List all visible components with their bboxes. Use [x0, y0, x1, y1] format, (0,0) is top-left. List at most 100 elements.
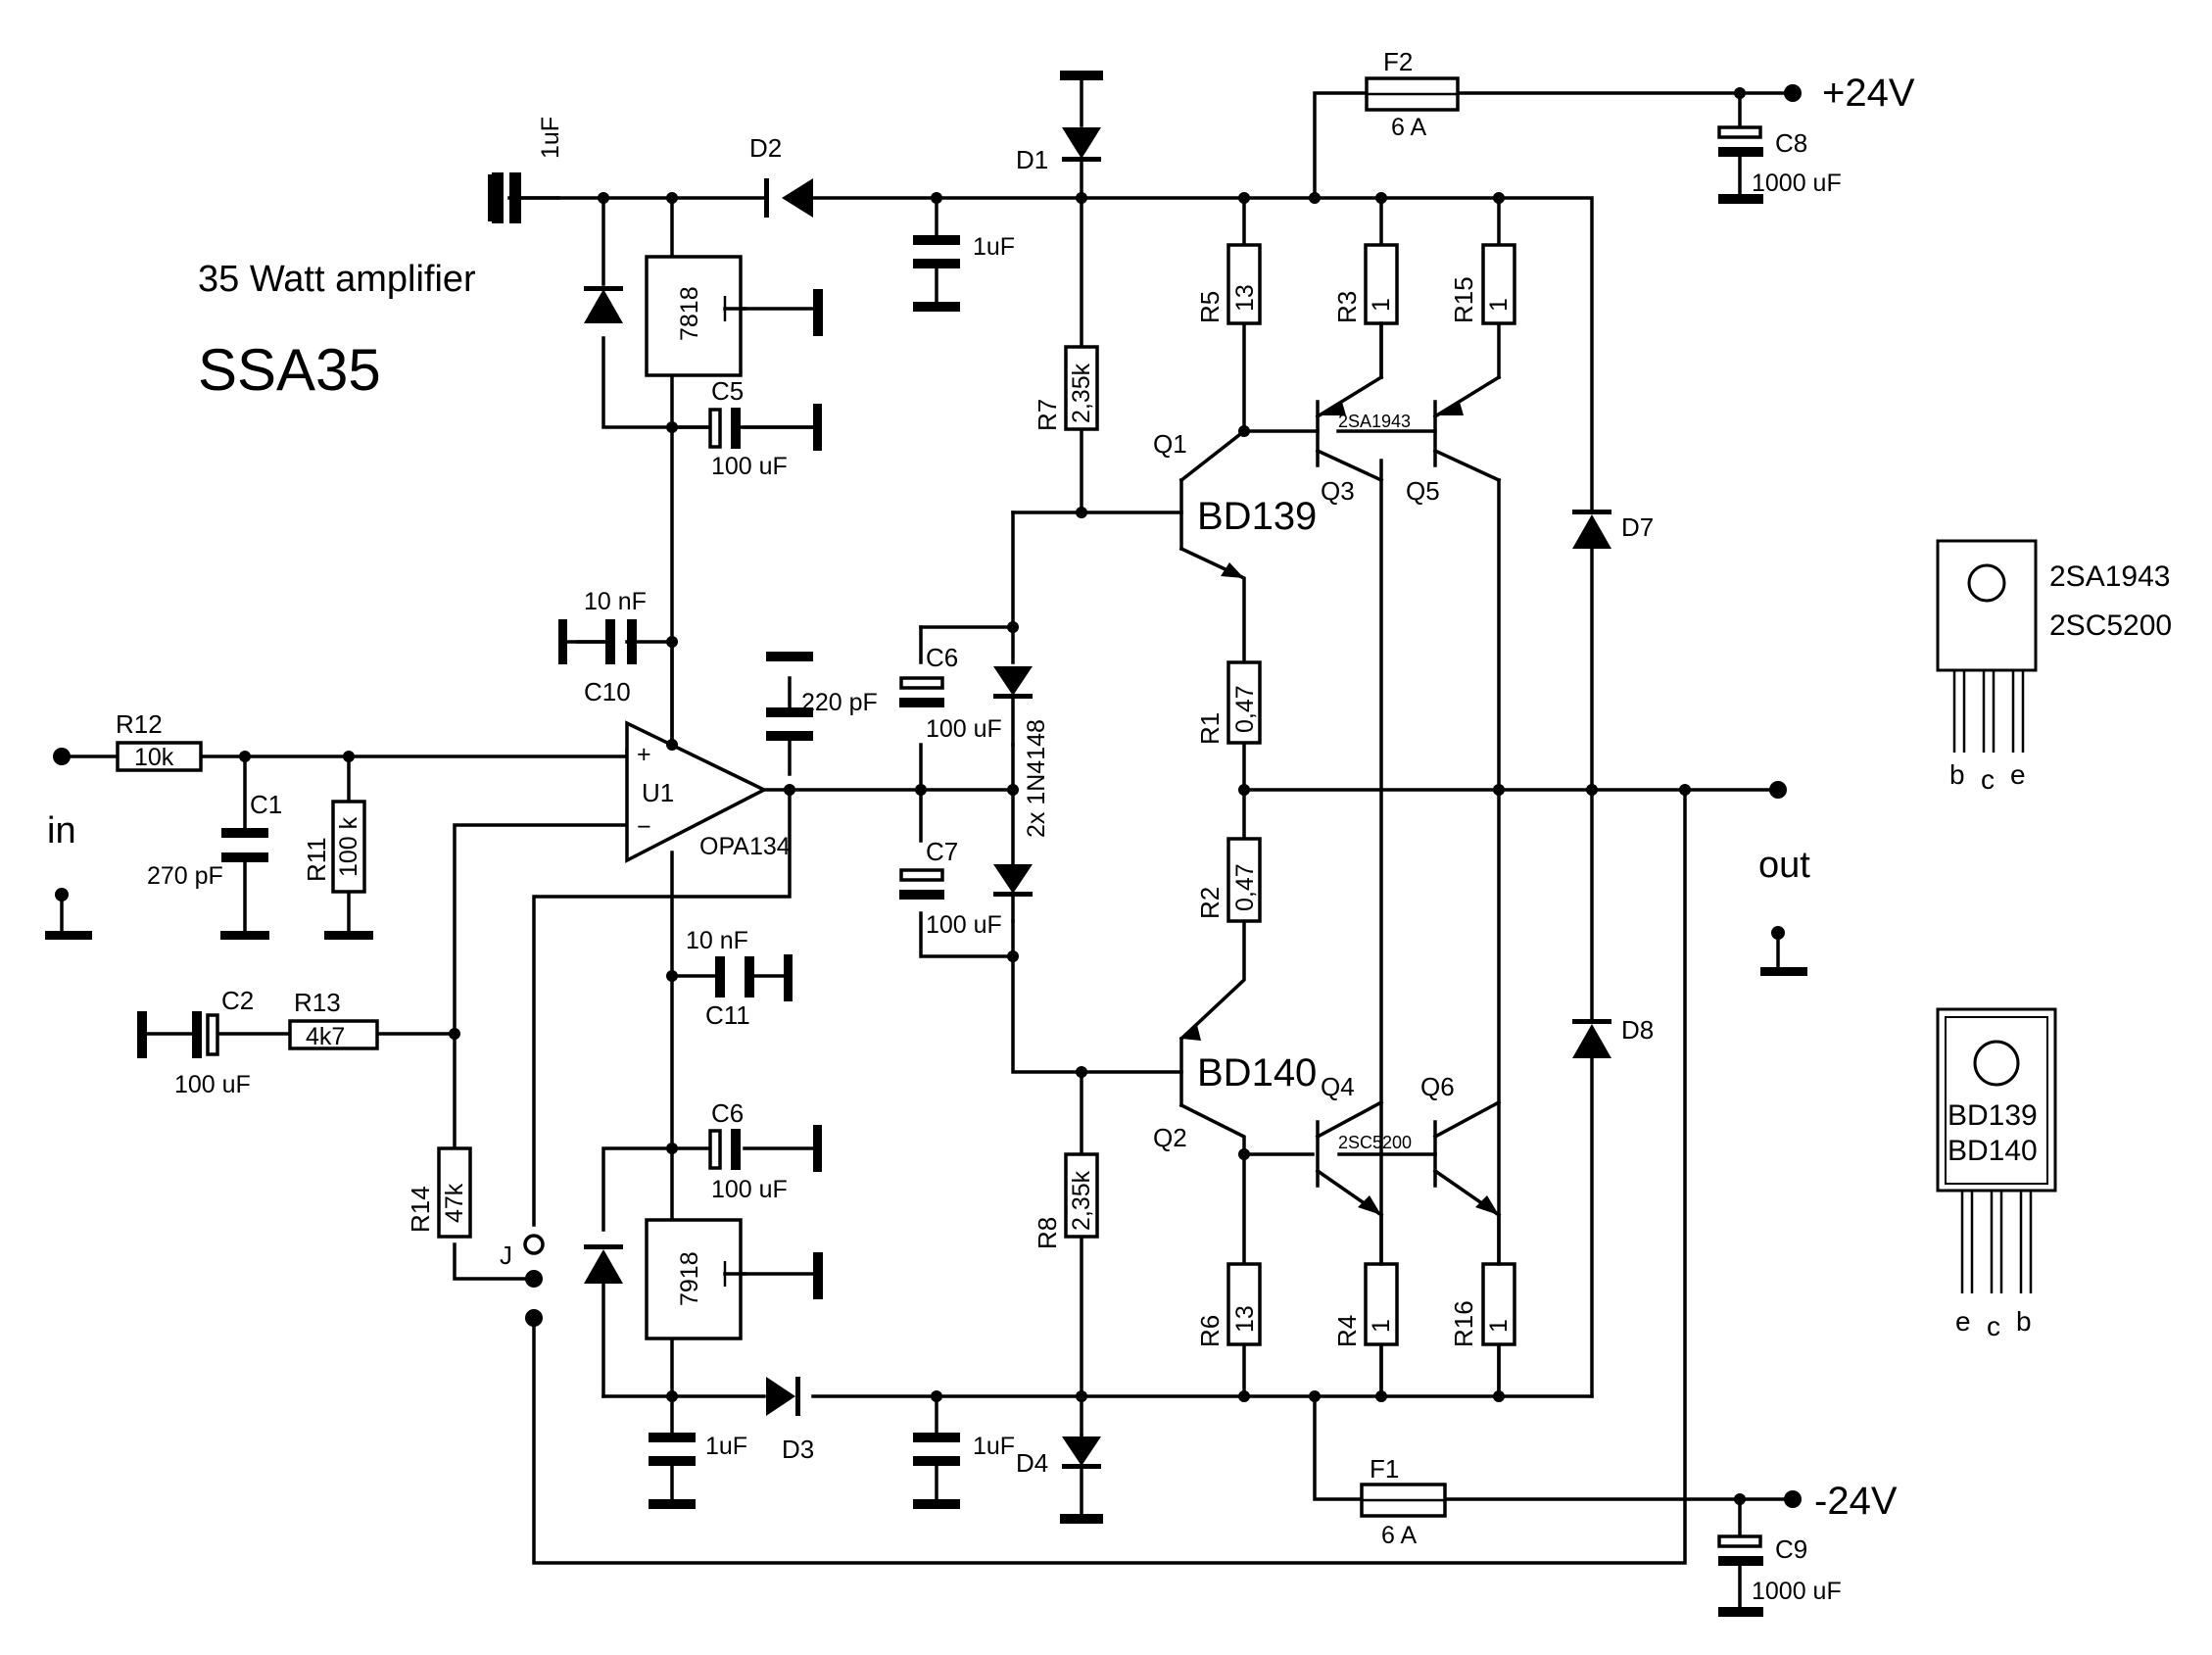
- svg-text:2SA1943: 2SA1943: [1338, 412, 1411, 431]
- capacitor-c8: C8 1000 uF: [1717, 125, 1842, 204]
- capacitor-c6-upper: C6 100 uF: [899, 643, 1002, 743]
- svg-text:2SC5200: 2SC5200: [1338, 1133, 1412, 1152]
- resistor-r15: 1 R15: [1449, 243, 1516, 325]
- wires: [60, 76, 1795, 1565]
- svg-text:D2: D2: [749, 133, 782, 163]
- svg-text:R16: R16: [1449, 1300, 1478, 1347]
- svg-text:−: −: [637, 813, 651, 841]
- power-pin-c: c: [1981, 764, 1995, 795]
- ground-icon: [220, 931, 269, 940]
- transistor-q1: Q1 BD139: [1153, 429, 1317, 578]
- svg-text:Q1: Q1: [1153, 429, 1187, 459]
- svg-text:C8: C8: [1775, 128, 1807, 158]
- output-label: out: [1758, 845, 1810, 886]
- capacitor-c2: C2 100 uF: [137, 986, 254, 1098]
- capacitors: 1uF C1 270 pF 10 nF C10 C5 100 uF: [137, 117, 1842, 1617]
- ground-icon: [1760, 967, 1807, 976]
- diode-d3: D3: [766, 1377, 814, 1464]
- svg-text:220 pF: 220 pF: [801, 689, 878, 716]
- svg-text:C11: C11: [705, 1000, 750, 1030]
- driver-pin-b: b: [2016, 1306, 2032, 1337]
- svg-text:0,47: 0,47: [1231, 685, 1259, 733]
- jumper-j[interactable]: J: [500, 1234, 545, 1327]
- ground-symbols: [45, 888, 1807, 976]
- negative-rail-label: -24V: [1814, 1480, 1898, 1523]
- svg-text:100 uF: 100 uF: [711, 1176, 788, 1203]
- svg-text:1: 1: [1485, 298, 1513, 312]
- diodes: D1 D2 D3 D4: [584, 71, 1654, 1524]
- package-power-transistor: 2SA1943 2SC5200 b c e: [1936, 539, 2172, 795]
- diode-bias-lower: 2x 1N4148: [993, 719, 1050, 923]
- diode-reg-bottom: [584, 1244, 623, 1284]
- input-label: in: [47, 810, 76, 852]
- diode-d8: D8: [1572, 1015, 1654, 1058]
- driver-pin-e: e: [1955, 1306, 1971, 1337]
- svg-text:BD139: BD139: [1197, 495, 1317, 538]
- capacitor-c10: 10 nF C10: [558, 588, 647, 706]
- diode-bias-upper: [993, 666, 1033, 747]
- driver-part-2: BD140: [1948, 1135, 2038, 1167]
- capacitor-1uf-bottom-b: 1uF: [913, 1433, 1015, 1509]
- regulator-7918: 7918: [645, 1218, 823, 1340]
- svg-text:1uF: 1uF: [973, 233, 1015, 261]
- svg-text:13: 13: [1231, 284, 1259, 312]
- svg-text:0,47: 0,47: [1231, 863, 1259, 911]
- svg-text:47k: 47k: [441, 1183, 468, 1223]
- svg-text:2,35k: 2,35k: [1068, 1170, 1095, 1231]
- ground-node: [55, 888, 69, 901]
- capacitor-c11: 10 nF C11: [686, 927, 793, 1030]
- svg-text:100 uF: 100 uF: [926, 715, 1002, 743]
- svg-text:1uF: 1uF: [973, 1433, 1015, 1460]
- transistor-q3: Q3 2SA1943: [1315, 374, 1411, 506]
- resistor-r1: 0,47 R1: [1195, 660, 1262, 745]
- svg-text:C2: C2: [221, 986, 254, 1015]
- svg-text:100 k: 100 k: [335, 816, 362, 877]
- svg-text:C5: C5: [711, 376, 744, 406]
- positive-rail-label: +24V: [1822, 72, 1915, 115]
- transistors: Q1 BD139 Q2 BD140 Q3 2SA1943 Q5: [1153, 321, 1502, 1266]
- svg-text:13: 13: [1231, 1305, 1259, 1333]
- diode-reg-top: [584, 286, 623, 323]
- resistor-r4: 1 R4: [1332, 1262, 1399, 1347]
- ground-icon: [324, 931, 373, 940]
- svg-text:BD140: BD140: [1197, 1051, 1317, 1095]
- ground-icon: [45, 931, 92, 940]
- transistor-q6: Q6: [1420, 1072, 1502, 1218]
- driver-part-1: BD139: [1948, 1099, 2038, 1132]
- regulators: 7818 7918: [645, 255, 823, 1340]
- svg-text:C7: C7: [926, 837, 958, 866]
- diode-d2: D2: [749, 133, 813, 218]
- svg-text:D3: D3: [782, 1435, 814, 1464]
- resistor-r8: 2,35k R8: [1033, 1152, 1099, 1249]
- diode-d4: D4: [1016, 1436, 1103, 1524]
- svg-text:1: 1: [1368, 298, 1395, 312]
- resistor-r7: 2,35k R7: [1033, 345, 1099, 431]
- resistors: 10k R12 4k7 R13 100 k R11 47k R14 2,35k …: [116, 243, 1516, 1347]
- svg-text:1000 uF: 1000 uF: [1752, 170, 1842, 197]
- regulator-7818: 7818: [645, 255, 823, 377]
- svg-text:1: 1: [1485, 1319, 1513, 1333]
- ground-node: [1771, 926, 1785, 940]
- svg-text:R4: R4: [1332, 1315, 1362, 1347]
- svg-text:OPA134: OPA134: [699, 833, 791, 860]
- title: 35 Watt amplifier: [198, 259, 476, 300]
- driver-pin-c: c: [1987, 1311, 2000, 1341]
- svg-text:U1: U1: [642, 778, 674, 807]
- svg-text:6 A: 6 A: [1381, 1522, 1417, 1549]
- resistor-r14: 47k R14: [406, 1146, 472, 1239]
- svg-text:Q5: Q5: [1406, 476, 1440, 506]
- capacitor-c5: C5 100 uF: [670, 376, 822, 480]
- resistor-r3: 1 R3: [1332, 243, 1399, 325]
- diode-d1: D1: [1016, 71, 1103, 174]
- port-labels: in out +24V -24V: [47, 72, 1915, 1523]
- package-driver-transistor: BD139 BD140 e c b: [1936, 1007, 2057, 1341]
- svg-text:R2: R2: [1195, 887, 1225, 919]
- svg-text:R3: R3: [1332, 291, 1362, 323]
- resistor-r11: 100 k R11: [302, 800, 366, 894]
- capacitor-1uf-top: 1uF: [913, 233, 1015, 312]
- svg-text:Q6: Q6: [1420, 1072, 1455, 1101]
- model-name: SSA35: [198, 337, 381, 403]
- svg-text:2,35k: 2,35k: [1068, 363, 1095, 423]
- svg-text:1: 1: [1368, 1319, 1395, 1333]
